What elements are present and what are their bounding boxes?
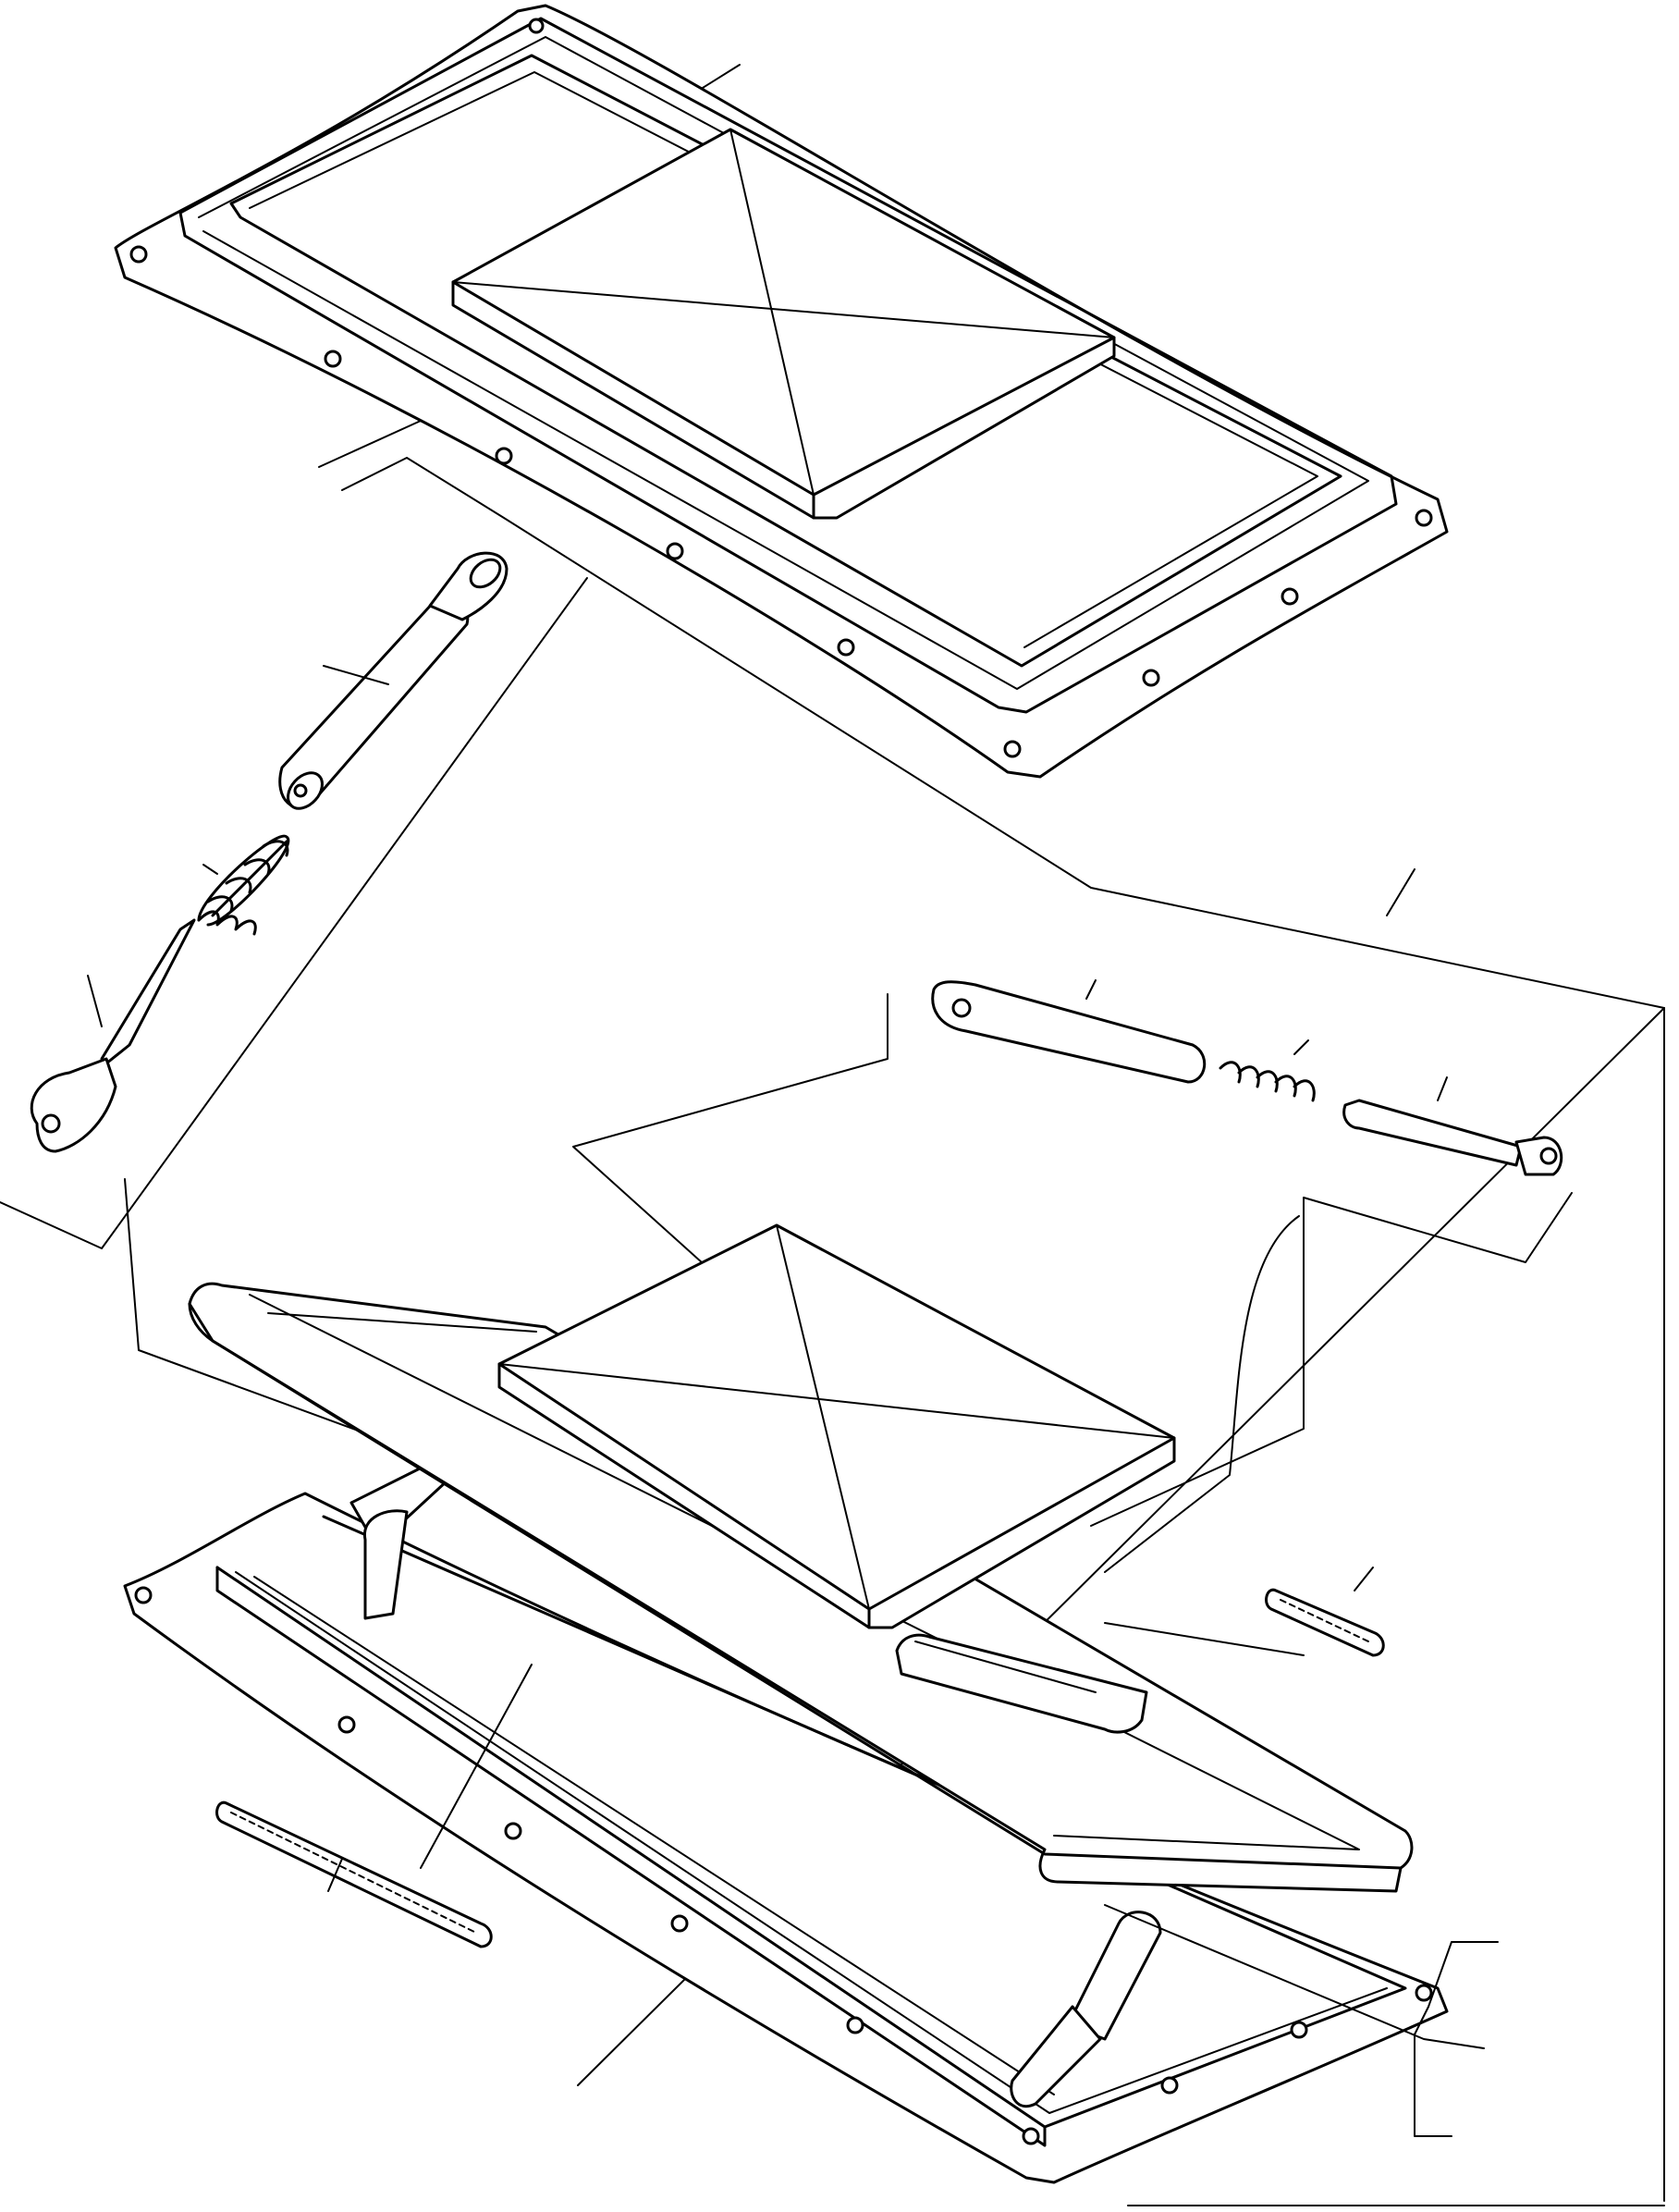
- gas-strut-cylinder: [278, 420, 509, 810]
- leader-lines-left: [0, 577, 588, 1453]
- weather-seal-strip: [215, 1588, 1385, 1948]
- lower-strut-cylinders: [349, 1459, 1162, 2108]
- strut-spring: [197, 834, 290, 936]
- strut-rod: [30, 918, 196, 1153]
- right-strut-parts: [931, 979, 1563, 1176]
- leader-lines-right: [572, 993, 1573, 1573]
- leader-lines-lower: [327, 1567, 1665, 2206]
- lower-hatch-lid: [188, 1223, 1414, 1893]
- upper-hatch-lid: [451, 128, 1116, 520]
